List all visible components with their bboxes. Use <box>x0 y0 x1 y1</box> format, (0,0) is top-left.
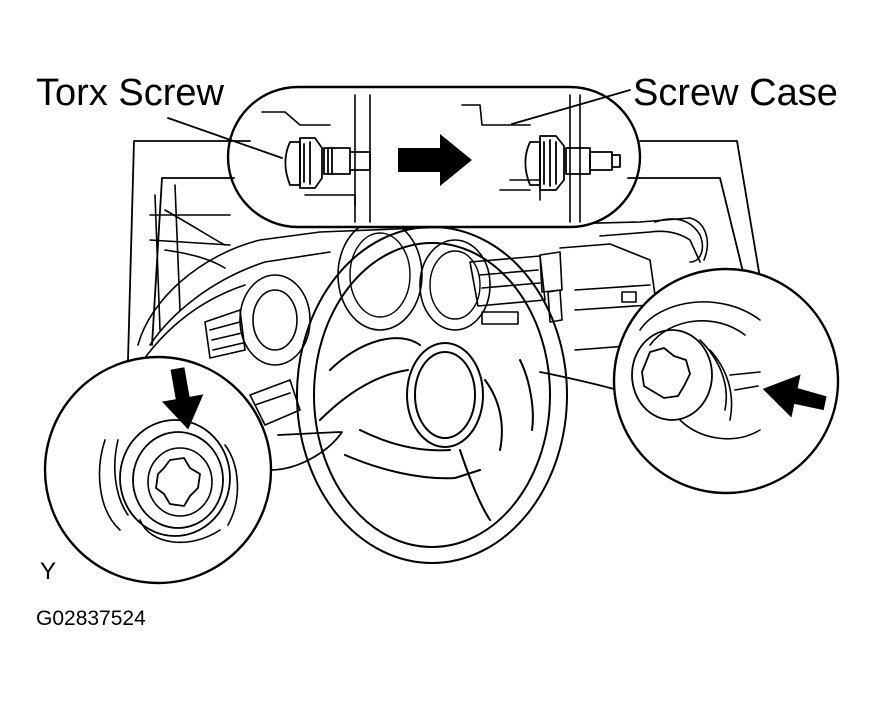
torx-head-icon <box>155 457 201 507</box>
torx-screw-in-case <box>524 135 621 191</box>
leader-lines <box>127 89 763 471</box>
arrow-left-icon <box>762 374 827 418</box>
arrow-down-icon <box>161 367 204 430</box>
torx-screw-label: Torx Screw <box>36 72 224 114</box>
figure-id-label: G02837524 <box>36 607 146 630</box>
right-detail-circle <box>612 267 840 495</box>
screw-case-label: Screw Case <box>633 72 838 114</box>
torx-screw-before <box>284 137 371 189</box>
torx-head-icon <box>641 347 691 399</box>
top-inset-panel <box>226 85 642 229</box>
arrow-right-icon <box>398 134 472 186</box>
steering-wheel <box>296 203 568 564</box>
view-marker-label: Y <box>40 558 57 585</box>
left-detail-circle <box>43 355 273 585</box>
